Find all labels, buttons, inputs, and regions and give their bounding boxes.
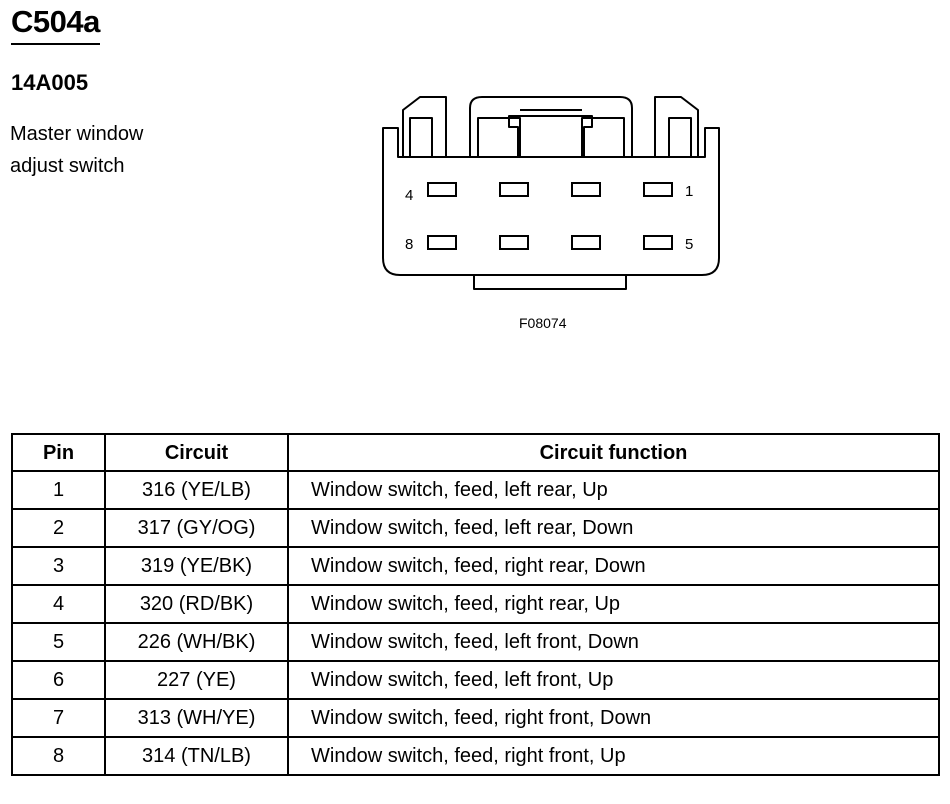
cell-pin: 8 xyxy=(11,736,106,776)
center-key xyxy=(508,115,593,158)
cell-function: Window switch, feed, right front, Down xyxy=(287,698,940,738)
cell-circuit: 314 (TN/LB) xyxy=(104,736,289,776)
connector-id: C504a xyxy=(11,2,100,45)
pin-socket-8 xyxy=(427,235,457,250)
table-row: 7 313 (WH/YE) Window switch, feed, right… xyxy=(11,698,940,738)
pin-socket-6 xyxy=(571,235,601,250)
table-row: 3 319 (YE/BK) Window switch, feed, right… xyxy=(11,546,940,586)
table-row: 6 227 (YE) Window switch, feed, left fro… xyxy=(11,660,940,700)
table-row: 4 320 (RD/BK) Window switch, feed, right… xyxy=(11,584,940,624)
pin-socket-4 xyxy=(427,182,457,197)
pin-socket-2 xyxy=(571,182,601,197)
cell-pin: 3 xyxy=(11,546,106,586)
pin-socket-1 xyxy=(643,182,673,197)
pin-label-8: 8 xyxy=(405,236,413,253)
cell-function: Window switch, feed, right front, Up xyxy=(287,736,940,776)
cell-function: Window switch, feed, left front, Up xyxy=(287,660,940,700)
cell-pin: 2 xyxy=(11,508,106,548)
cell-pin: 5 xyxy=(11,622,106,662)
right-latch xyxy=(654,96,699,157)
cell-pin: 4 xyxy=(11,584,106,624)
cell-pin: 7 xyxy=(11,698,106,738)
part-number: 14A005 xyxy=(11,70,89,95)
pin-socket-3 xyxy=(499,182,529,197)
description-line-1: Master window xyxy=(10,123,144,145)
cell-circuit: 226 (WH/BK) xyxy=(104,622,289,662)
cell-circuit: 320 (RD/BK) xyxy=(104,584,289,624)
top-hood xyxy=(469,96,633,157)
cell-function: Window switch, feed, left rear, Down xyxy=(287,508,940,548)
connector-body-outline xyxy=(382,127,720,276)
cell-pin: 6 xyxy=(11,660,106,700)
pin-socket-7 xyxy=(499,235,529,250)
pin-socket-5 xyxy=(643,235,673,250)
table-row: 8 314 (TN/LB) Window switch, feed, right… xyxy=(11,736,940,776)
cell-circuit: 317 (GY/OG) xyxy=(104,508,289,548)
cell-function: Window switch, feed, right rear, Up xyxy=(287,584,940,624)
cell-circuit: 316 (YE/LB) xyxy=(104,470,289,510)
table-row: 2 317 (GY/OG) Window switch, feed, left … xyxy=(11,508,940,548)
cell-function: Window switch, feed, right rear, Down xyxy=(287,546,940,586)
cell-pin: 1 xyxy=(11,470,106,510)
cell-circuit: 313 (WH/YE) xyxy=(104,698,289,738)
header-circuit: Circuit xyxy=(104,433,289,472)
cell-function: Window switch, feed, left front, Down xyxy=(287,622,940,662)
table-row: 1 316 (YE/LB) Window switch, feed, left … xyxy=(11,470,940,510)
description-line-2: adjust switch xyxy=(10,155,125,177)
cell-function: Window switch, feed, left rear, Up xyxy=(287,470,940,510)
pin-label-5: 5 xyxy=(685,236,693,253)
connector-face-diagram: 4 1 8 5 xyxy=(382,96,720,290)
cell-circuit: 227 (YE) xyxy=(104,660,289,700)
cell-circuit: 319 (YE/BK) xyxy=(104,546,289,586)
connector-description: Master window adjust switch xyxy=(10,118,143,182)
left-latch xyxy=(402,96,447,157)
figure-code: F08074 xyxy=(519,315,567,331)
pin-table: Pin Circuit Circuit function 1 316 (YE/L… xyxy=(11,433,940,776)
pin-label-1: 1 xyxy=(685,183,693,200)
header-circuit-function: Circuit function xyxy=(287,433,940,472)
pin-label-4: 4 xyxy=(405,187,413,204)
bottom-tab xyxy=(473,275,627,290)
header-pin: Pin xyxy=(11,433,106,472)
table-header-row: Pin Circuit Circuit function xyxy=(11,433,940,472)
table-row: 5 226 (WH/BK) Window switch, feed, left … xyxy=(11,622,940,662)
